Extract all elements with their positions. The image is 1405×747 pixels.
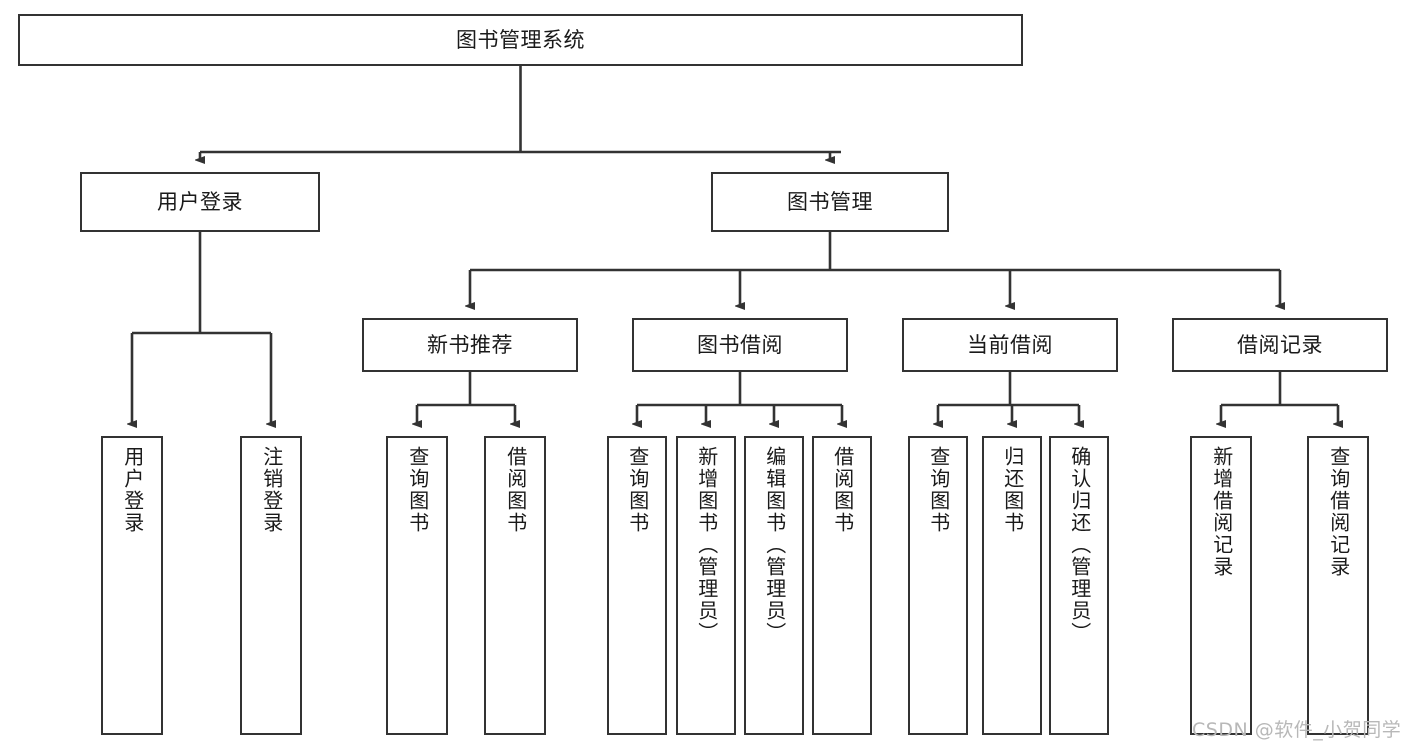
node-leaf-query-book-3[interactable]: 查询图书 <box>908 436 968 735</box>
node-leaf-logout-label: 注销登录 <box>259 446 284 534</box>
node-user-login[interactable]: 用户登录 <box>80 172 320 232</box>
node-borrow-record-label: 借阅记录 <box>1237 332 1323 357</box>
node-leaf-query-book-3-label: 查询图书 <box>926 446 951 534</box>
node-leaf-query-book-1[interactable]: 查询图书 <box>386 436 448 735</box>
node-current-borrow-label: 当前借阅 <box>967 332 1053 357</box>
node-borrow-record[interactable]: 借阅记录 <box>1172 318 1388 372</box>
node-leaf-user-login[interactable]: 用户登录 <box>101 436 163 735</box>
node-book-borrow[interactable]: 图书借阅 <box>632 318 848 372</box>
node-root-label: 图书管理系统 <box>456 27 585 52</box>
node-leaf-query-book-2[interactable]: 查询图书 <box>607 436 667 735</box>
node-leaf-edit-book-label: 编辑图书（管理员） <box>762 446 787 644</box>
node-leaf-confirm-return-label: 确认归还（管理员） <box>1067 446 1092 644</box>
node-leaf-add-book-label: 新增图书（管理员） <box>694 446 719 644</box>
node-leaf-query-record[interactable]: 查询借阅记录 <box>1307 436 1369 735</box>
node-book-manage[interactable]: 图书管理 <box>711 172 949 232</box>
node-leaf-borrow-book-1-label: 借阅图书 <box>503 446 528 534</box>
node-root[interactable]: 图书管理系统 <box>18 14 1023 66</box>
node-current-borrow[interactable]: 当前借阅 <box>902 318 1118 372</box>
node-leaf-logout[interactable]: 注销登录 <box>240 436 302 735</box>
watermark: CSDN @软件_小贺同学 <box>1192 719 1402 741</box>
node-leaf-borrow-book-2-label: 借阅图书 <box>830 446 855 534</box>
node-leaf-borrow-book-2[interactable]: 借阅图书 <box>812 436 872 735</box>
node-leaf-return-book-label: 归还图书 <box>1000 446 1025 534</box>
node-leaf-query-book-1-label: 查询图书 <box>405 446 430 534</box>
node-leaf-query-record-label: 查询借阅记录 <box>1326 446 1351 578</box>
node-leaf-return-book[interactable]: 归还图书 <box>982 436 1042 735</box>
node-leaf-add-book[interactable]: 新增图书（管理员） <box>676 436 736 735</box>
node-book-manage-label: 图书管理 <box>787 189 873 214</box>
node-new-book-recommend[interactable]: 新书推荐 <box>362 318 578 372</box>
node-user-login-label: 用户登录 <box>157 189 243 214</box>
node-new-book-recommend-label: 新书推荐 <box>427 332 513 357</box>
node-leaf-edit-book[interactable]: 编辑图书（管理员） <box>744 436 804 735</box>
node-leaf-borrow-book-1[interactable]: 借阅图书 <box>484 436 546 735</box>
node-leaf-query-book-2-label: 查询图书 <box>625 446 650 534</box>
node-leaf-user-login-label: 用户登录 <box>120 446 145 534</box>
node-leaf-add-record-label: 新增借阅记录 <box>1209 446 1234 578</box>
node-book-borrow-label: 图书借阅 <box>697 332 783 357</box>
node-leaf-confirm-return[interactable]: 确认归还（管理员） <box>1049 436 1109 735</box>
node-leaf-add-record[interactable]: 新增借阅记录 <box>1190 436 1252 735</box>
